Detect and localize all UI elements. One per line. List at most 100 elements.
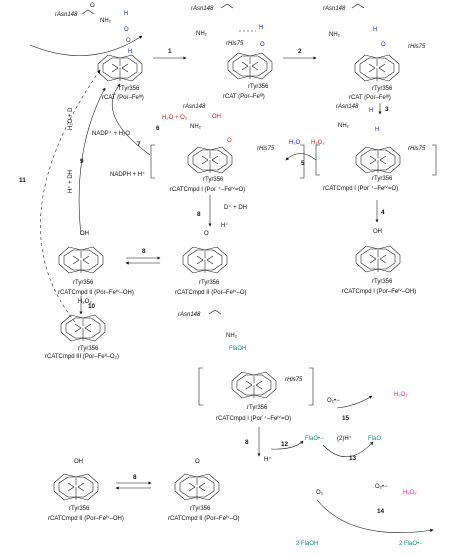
nadph-h: NADPH + H⁺ xyxy=(110,171,145,178)
h2o2-red: H₂O₂ xyxy=(311,140,325,146)
nh2-center-left: NH₂ xyxy=(190,124,202,130)
heme-cpd1-lower xyxy=(231,371,277,399)
h2o2-h-top-1: H xyxy=(124,11,128,17)
flao-radical: FlaO•− xyxy=(305,436,324,442)
heme-rcat-right xyxy=(354,54,400,82)
step-8-bottom: 8 xyxy=(133,474,137,481)
h2o2-o-top-right: O xyxy=(381,42,386,48)
cpd1-lower-name: rCATCmpd I (Por˙⁺–Feᴵⱽ=O) xyxy=(216,415,291,422)
heme-cpd1-alt xyxy=(355,245,401,273)
step-11: 11 xyxy=(19,177,26,184)
step-7: 7 xyxy=(137,141,141,148)
flaoh-top: FlaOH xyxy=(229,346,246,352)
asn148-right-mid: rAsn148 xyxy=(336,104,359,110)
nh2-label-top-left: NH₂ xyxy=(100,18,112,24)
tyr356-left: rTyr356 xyxy=(73,280,94,286)
heme-cpd2-bottom-left xyxy=(53,473,99,501)
h-plus-lower: H⁺ xyxy=(264,456,272,463)
two-flaoh: 2 FlaOH xyxy=(296,541,318,547)
asn148-lower: rAsn148 xyxy=(178,312,201,318)
h2o2-magenta-lower: H₂O₂ xyxy=(403,490,417,496)
step-8-center: 8 xyxy=(197,211,201,218)
cpd1-name-center: rCATCmpd I (Por˙⁺–Feᴵⱽ=O) xyxy=(170,186,245,193)
step-8-lower: 8 xyxy=(245,439,249,446)
step-8-left: 8 xyxy=(142,248,146,255)
oh-center-left: OH xyxy=(212,114,221,120)
his75-top-middle: rHis75 xyxy=(226,41,244,47)
oh-right: OH xyxy=(373,229,382,235)
h2o-d: H₂O + D xyxy=(68,107,74,130)
step-2: 2 xyxy=(298,48,302,55)
his75-right-mid: rHis75 xyxy=(408,146,426,152)
tyr356-center: rTyr356 xyxy=(203,177,224,183)
heme-cpd3 xyxy=(60,314,106,342)
cpd1-alt-name: rCATCmpd I (Por–Feᴵⱽ–OH) xyxy=(342,288,416,295)
step-12: 12 xyxy=(281,441,289,448)
h-plus-center: H⁺ xyxy=(221,222,229,229)
h2o2-h-top-2: H xyxy=(128,49,132,55)
nh2-top-middle: NH₂ xyxy=(196,31,208,37)
asn148-center-left: rAsn148 xyxy=(183,104,206,110)
h2o-o2-red: H₂O + O₂ xyxy=(162,115,188,121)
heme-cpd1-right xyxy=(355,146,401,174)
rcat-name-right: rCAT (Por–Feᴵᴵᴵ) xyxy=(349,94,391,101)
two-flao-radical: 2 FlaO•− xyxy=(399,541,423,547)
two-h: (2)H⁺ xyxy=(337,435,352,442)
flao: FlaO xyxy=(368,436,381,442)
tyr356-cpd3: rTyr356 xyxy=(78,346,99,352)
heme-rcat-top xyxy=(97,54,143,82)
h2o2-h-top-right: H xyxy=(373,27,377,33)
o-center-cpd2: O xyxy=(204,231,209,237)
tyr356-top: rTyr356 xyxy=(119,86,140,92)
h2o2-o-top-1: O xyxy=(124,27,129,33)
step-13: 13 xyxy=(349,455,357,462)
nh2-lower: NH₂ xyxy=(226,333,238,339)
h2o-blue: H₂O xyxy=(289,140,301,146)
rcat-name-middle: rCAT (Por–Feᴵᴵᴵ) xyxy=(223,93,265,100)
his75-top-right: rHis75 xyxy=(408,44,426,50)
tyr356-bottom-left: rTyr356 xyxy=(69,506,90,512)
tyr356-bottom-center: rTyr356 xyxy=(190,506,211,512)
oh-bottom-left: OH xyxy=(74,459,83,465)
tyr356-lower: rTyr356 xyxy=(247,405,268,411)
cpd2-bottom-center-name: rCATCmpd II (Por–Feᴵⱽ–O) xyxy=(168,515,240,522)
h-dh: H⁺ + DH xyxy=(67,170,74,193)
nadp-h2o: NADP⁺ + H₂O xyxy=(92,130,130,137)
step-15: 15 xyxy=(342,415,350,422)
o-bottom-center: O xyxy=(195,459,200,465)
step-1: 1 xyxy=(168,48,172,55)
h2o2-o-top-middle: O xyxy=(260,42,265,48)
h2o2-magenta-top: H₂O₂ xyxy=(394,392,408,398)
rcat-name-top: rCAT (Por–Feᴵᴵᴵ) xyxy=(102,94,144,101)
o-label-top-left: O xyxy=(90,3,95,9)
h-right-1: H xyxy=(369,108,373,114)
asn148-label-top-left: rAsn148 xyxy=(55,12,78,18)
asn148-top-middle: rAsn148 xyxy=(191,6,214,12)
h2o2-cpd3: H₂O₂ xyxy=(78,299,92,305)
cpd1-name-right: rCATCmpd I (Por˙⁺–Feᴵⱽ=O) xyxy=(323,185,398,192)
heme-cpd1-center xyxy=(187,146,233,174)
nh2-top-right: NH₂ xyxy=(329,32,341,38)
cpd2-bottom-left-name: rCATCmpd II (Por–Feᴵⱽ–OH) xyxy=(48,515,124,522)
cpd3-name: rCATCmpd III (Por–Feᴵᴵ–O₂) xyxy=(45,353,119,360)
heme-cpd2-center xyxy=(182,246,228,274)
tyr356-top-middle: rTyr356 xyxy=(248,84,269,90)
his75-center: rHis75 xyxy=(257,146,275,152)
step-4: 4 xyxy=(381,209,385,216)
step-14: 14 xyxy=(377,508,385,515)
asn148-top-right: rAsn148 xyxy=(323,6,346,12)
tyr356-center-cpd2: rTyr356 xyxy=(199,280,220,286)
step-3: 3 xyxy=(385,106,389,113)
cpd2-left-name: rCATCmpd II (Por–Feᴵⱽ–OH) xyxy=(58,289,134,296)
h2o2-top-middle: H xyxy=(259,25,263,31)
nh2-right-mid: NH₂ xyxy=(338,123,350,129)
o2-radical-top: O₂•− xyxy=(327,398,340,404)
cpd2-center-name: rCATCmpd II (Por–Feᴵⱽ–O) xyxy=(175,289,247,296)
step-6: 6 xyxy=(156,125,160,132)
tyr356-right-mid: rTyr356 xyxy=(372,176,393,182)
tyr356-top-right: rTyr356 xyxy=(372,86,393,92)
step-5: 5 xyxy=(301,160,305,167)
step-9: 9 xyxy=(80,158,84,165)
h-right-2: H xyxy=(375,127,379,133)
